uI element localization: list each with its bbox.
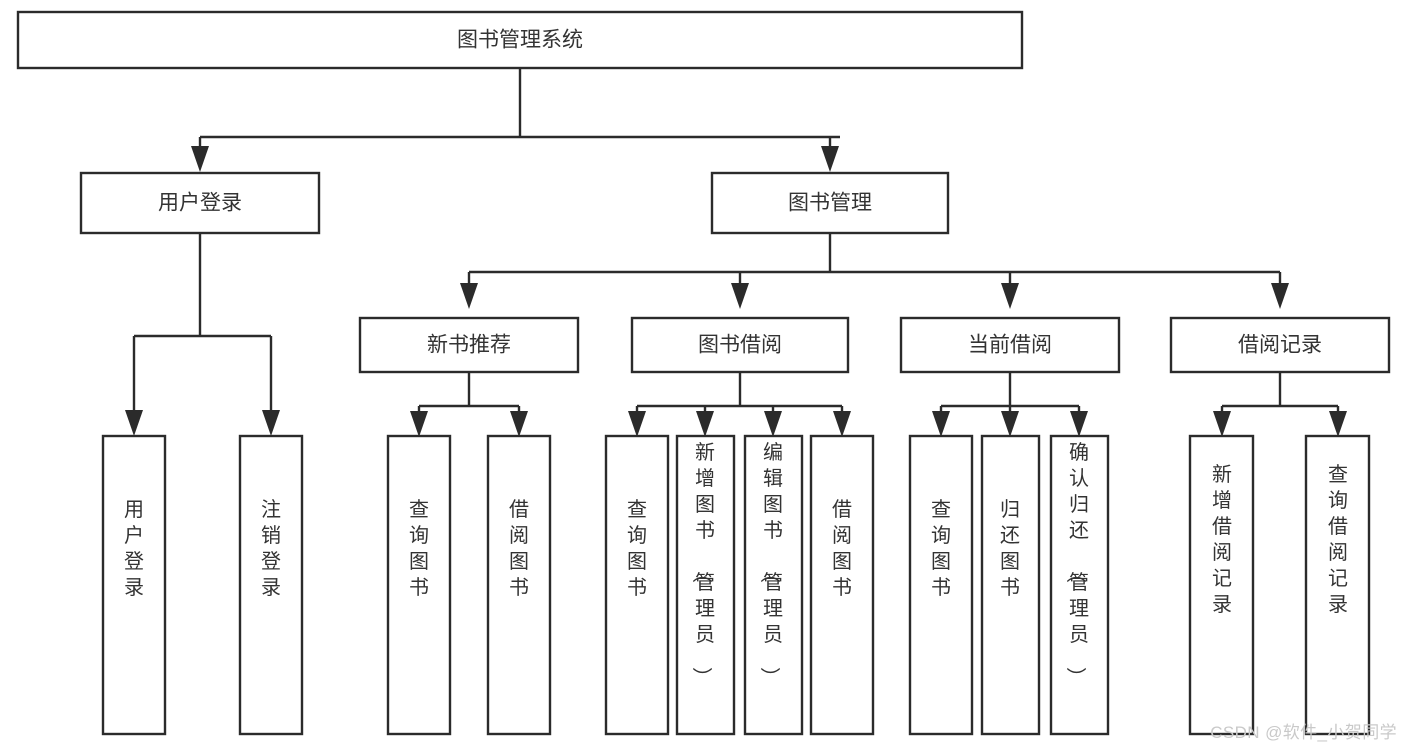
leaf-borrow-book-1[interactable]: 借阅图书 [486,434,552,736]
leaf-query-book-3-label: 查询图书 [931,498,951,599]
leaf-confirm-return[interactable]: 确认归还（管理员） [1049,434,1110,736]
node-borrow-record-label: 借阅记录 [1238,334,1322,357]
arrow-leaf-query-book-3 [932,411,950,437]
leaf-query-book-2-box[interactable] [604,434,670,736]
leaf-query-book-2-label: 查询图书 [627,498,647,599]
arrow-leaf-query-record [1329,411,1347,437]
node-current-borrow[interactable]: 当前借阅 [899,316,1121,374]
node-root[interactable]: 图书管理系统 [16,10,1024,70]
leaf-return-book-label: 归还图书 [1000,498,1020,599]
leaf-query-book-1[interactable]: 查询图书 [386,434,452,736]
arrow-leaf-user-login [125,410,143,436]
node-book-borrow-label: 图书借阅 [698,334,782,357]
leaf-add-record-box[interactable] [1188,434,1255,736]
arrow-leaf-query-book-2 [628,411,646,437]
csdn-watermark: CSDN @软件_小贺同学 [1210,723,1397,742]
leaf-add-book[interactable]: 新增图书（管理员） [675,434,736,736]
leaf-return-book[interactable]: 归还图书 [980,434,1041,736]
arrow-leaf-add-record [1213,411,1231,437]
leaf-edit-book[interactable]: 编辑图书（管理员） [743,434,804,736]
leaf-return-book-box[interactable] [980,434,1041,736]
leaf-add-book-label: 新增图书（管理员） [690,441,715,687]
arrow-user-login [191,146,209,172]
node-book-management[interactable]: 图书管理 [710,171,950,235]
arrow-leaf-borrow-book-1 [510,411,528,437]
node-user-login-box[interactable] [79,171,321,235]
leaf-query-book-2[interactable]: 查询图书 [604,434,670,736]
arrow-leaf-return-book [1001,411,1019,437]
node-root-label: 图书管理系统 [457,29,583,52]
node-root-box[interactable] [16,10,1024,70]
leaf-user-login-box[interactable] [101,434,167,736]
leaf-confirm-return-label: 确认归还（管理员） [1064,441,1089,687]
arrow-current-borrow [1001,283,1019,309]
leaf-borrow-book-2-box[interactable] [809,434,875,736]
leaf-query-record-box[interactable] [1304,434,1371,736]
node-book-borrow[interactable]: 图书借阅 [630,316,850,374]
node-book-management-label: 图书管理 [788,192,872,215]
leaf-query-book-3[interactable]: 查询图书 [908,434,974,736]
leaf-query-record-label: 查询借阅记录 [1328,463,1348,616]
arrow-leaf-query-book-1 [410,411,428,437]
leaf-logout-box[interactable] [238,434,304,736]
node-book-borrow-box[interactable] [630,316,850,374]
arrow-leaf-borrow-book-2 [833,411,851,437]
node-new-book-recommend-label: 新书推荐 [427,334,511,357]
node-borrow-record-box[interactable] [1169,316,1391,374]
arrow-leaf-logout [262,410,280,436]
arrow-new-book-recommend [460,283,478,309]
leaf-borrow-book-2-label: 借阅图书 [832,498,852,599]
leaf-query-record[interactable]: 查询借阅记录 [1304,434,1371,736]
leaf-borrow-book-2[interactable]: 借阅图书 [809,434,875,736]
node-book-management-box[interactable] [710,171,950,235]
arrow-borrow-record [1271,283,1289,309]
leaf-query-book-1-box[interactable] [386,434,452,736]
node-borrow-record[interactable]: 借阅记录 [1169,316,1391,374]
arrow-book-management [821,146,839,172]
leaf-borrow-book-1-box[interactable] [486,434,552,736]
node-current-borrow-box[interactable] [899,316,1121,374]
connector-group [125,68,1347,437]
arrow-leaf-add-book [696,411,714,437]
leaf-logout[interactable]: 注销登录 [238,434,304,736]
leaf-query-book-3-box[interactable] [908,434,974,736]
arrow-leaf-edit-book [764,411,782,437]
node-new-book-recommend[interactable]: 新书推荐 [358,316,580,374]
leaf-add-book-box[interactable] [675,434,736,736]
node-user-login[interactable]: 用户登录 [79,171,321,235]
leaf-add-record-label: 新增借阅记录 [1212,463,1232,616]
arrow-leaf-confirm-return [1070,411,1088,437]
leaf-confirm-return-box[interactable] [1049,434,1110,736]
node-current-borrow-label: 当前借阅 [968,334,1052,357]
node-new-book-recommend-box[interactable] [358,316,580,374]
leaf-user-login[interactable]: 用户登录 [101,434,167,736]
leaf-logout-label: 注销登录 [261,498,281,599]
arrow-book-borrow [731,283,749,309]
leaf-user-login-label: 用户登录 [124,499,144,599]
leaf-edit-book-box[interactable] [743,434,804,736]
leaf-query-book-1-label: 查询图书 [409,498,429,599]
leaf-add-record[interactable]: 新增借阅记录 [1188,434,1255,736]
leaf-borrow-book-1-label: 借阅图书 [509,498,529,599]
leaf-edit-book-label: 编辑图书（管理员） [758,441,783,687]
node-user-login-label: 用户登录 [158,192,242,215]
